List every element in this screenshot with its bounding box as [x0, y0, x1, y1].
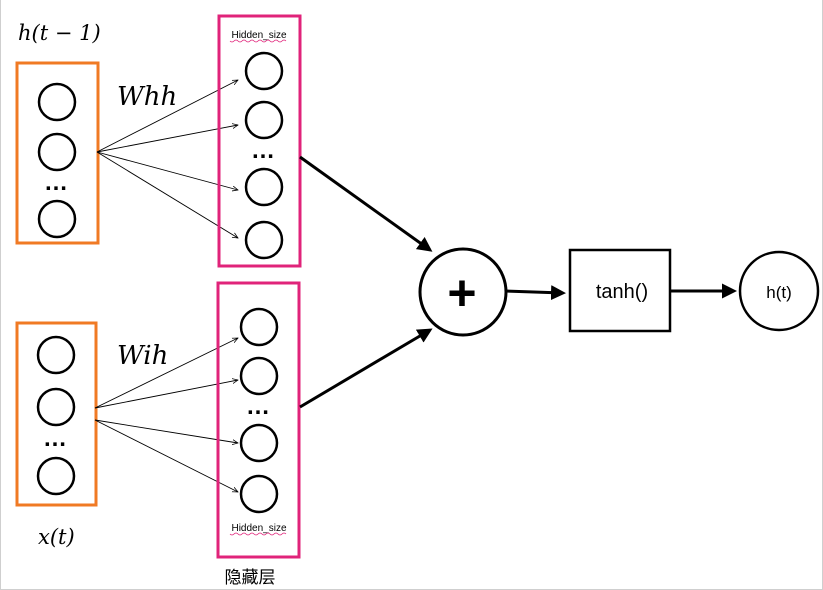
weight-arrow: [94, 419, 238, 492]
neuron: [37, 82, 77, 122]
h-prev-ellipsis: …: [44, 169, 68, 196]
weight-arrow: [94, 419, 238, 443]
neuron: [37, 199, 77, 239]
neuron: [239, 423, 279, 463]
neuron: [36, 387, 76, 427]
top-to-sum-arrow: [299, 155, 433, 252]
hidden-box-bottom: [216, 281, 301, 559]
wih-connections: [94, 338, 238, 492]
weight-arrow: [96, 151, 238, 238]
spellcheck-underline: [229, 532, 287, 536]
sum-to-tanh-arrow: [505, 285, 566, 301]
bottom-to-sum-arrow: [299, 328, 433, 409]
weight-arrow: [96, 80, 238, 153]
h-prev-box: [15, 61, 100, 245]
neuron: [244, 51, 284, 91]
weight-arrow: [96, 151, 238, 190]
h-prev-label: h(t − 1): [18, 21, 101, 45]
neuron: [36, 456, 76, 496]
hidden-layer-label: 隐藏层: [225, 568, 276, 587]
neuron: [244, 167, 284, 207]
plus-symbol: +: [447, 265, 476, 321]
whh-label: Whh: [117, 82, 177, 112]
weight-arrow: [96, 125, 238, 153]
hidden-size-label-bottom: Hidden_size: [231, 523, 286, 534]
hidden-bottom-neurons: [239, 307, 279, 514]
neuron: [36, 335, 76, 375]
x-ellipsis: …: [43, 425, 67, 452]
weight-arrow: [94, 338, 238, 409]
neuron: [244, 220, 284, 260]
h-prev-neurons: [37, 82, 77, 239]
hidden-top-neurons: [244, 51, 284, 260]
hidden-size-label-top: Hidden_size: [231, 30, 286, 41]
output-node: [738, 250, 820, 332]
wih-label: Wih: [117, 341, 168, 371]
hidden-box-top: [217, 14, 302, 268]
hidden-top-ellipsis: …: [251, 137, 275, 164]
neuron: [244, 100, 284, 140]
weight-arrow: [94, 380, 238, 409]
neuron: [37, 132, 77, 172]
neuron: [239, 356, 279, 396]
x-box: [15, 321, 98, 507]
whh-connections: [96, 80, 238, 238]
x-neurons: [36, 335, 76, 496]
output-label: h(t): [766, 283, 792, 302]
neuron: [239, 474, 279, 514]
tanh-label: tanh(): [596, 281, 648, 303]
neuron: [239, 307, 279, 347]
x-label: x(t): [38, 525, 75, 549]
hidden-bottom-ellipsis: …: [246, 393, 270, 420]
spellcheck-underline: [229, 39, 287, 43]
